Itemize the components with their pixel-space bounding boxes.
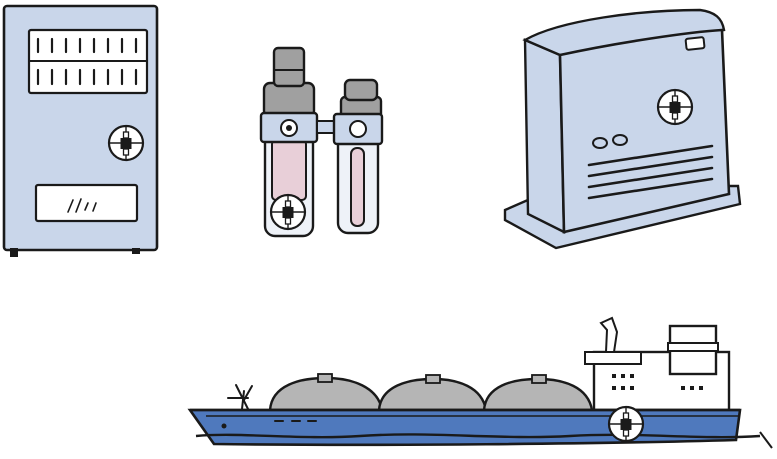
- lng-carrier-ship: [187, 316, 773, 449]
- air-filter-regulator: [259, 46, 384, 238]
- vending-machine: [2, 4, 159, 257]
- plug-target-icon: [107, 124, 145, 162]
- plug-target-icon: [607, 405, 645, 443]
- fan-heater: [503, 8, 742, 250]
- plug-target-icon: [656, 88, 694, 126]
- plug-target-icon: [269, 193, 307, 231]
